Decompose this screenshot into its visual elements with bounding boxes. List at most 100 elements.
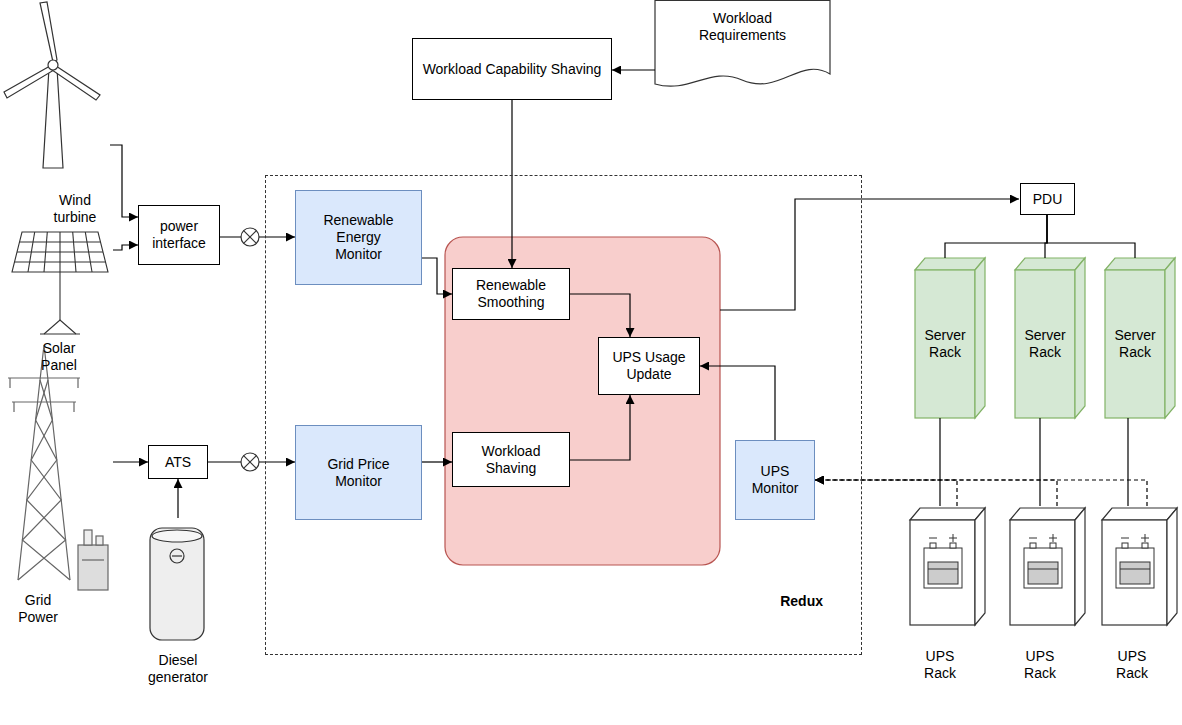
node-label: Workload Capability Shaving: [423, 61, 602, 78]
drawing-part: [59, 272, 60, 320]
drawing-part: [73, 232, 76, 272]
drawing-part: [84, 530, 92, 545]
node-label: power interface: [146, 218, 212, 252]
drawing-part: [1122, 543, 1128, 548]
drawing-part: [59, 232, 60, 272]
drawing-part: [1121, 538, 1129, 539]
process-box: Renewable Smoothing: [452, 268, 570, 320]
drawing-part: [244, 231, 257, 244]
drawing-part: [1116, 548, 1154, 588]
process-box: power interface: [138, 205, 220, 265]
node-label: UPS Monitor: [744, 463, 806, 497]
node-label: UPS Rack: [915, 648, 965, 682]
drawing-part: [1105, 258, 1175, 270]
diesel-generator-icon: [150, 528, 204, 640]
power-link: [110, 145, 138, 217]
drawing-part: [930, 543, 936, 548]
drawing-part: [1010, 520, 1075, 625]
multiplier-symbol: [241, 228, 259, 246]
drawing-part: [150, 528, 204, 640]
drawing-part: [241, 228, 259, 246]
power-link: [422, 461, 452, 462]
monitor-box: Grid Price Monitor: [295, 425, 422, 520]
ups-rack: UPS Rack: [905, 506, 985, 684]
drawing-part: [910, 520, 975, 625]
drawing-part: [950, 543, 956, 548]
power-link: [1039, 418, 1040, 506]
drawing-part: [929, 538, 937, 539]
power-link: [177, 479, 178, 518]
drawing-part: [928, 569, 958, 570]
drawing-part: [928, 562, 958, 584]
drawing-part: [975, 258, 985, 418]
power-link: [945, 215, 1047, 258]
drawing-part: [915, 258, 985, 270]
power-link: [570, 395, 630, 460]
drawing-part: [244, 456, 257, 469]
drawing-part: [1030, 543, 1036, 548]
drawing-part: [22, 380, 70, 580]
power-link: [422, 258, 452, 294]
drawing-part: [915, 270, 975, 418]
power-link: [939, 418, 940, 506]
drawing-part: [4, 66, 54, 98]
node-label: Server Rack: [1109, 327, 1161, 361]
monitor-box: UPS Monitor: [735, 440, 815, 520]
diesel-generator: Diesel generator: [138, 518, 218, 688]
switch-box: ATS: [148, 445, 208, 479]
drawing-part: [1120, 562, 1150, 584]
drawing-part: [18, 380, 66, 580]
drawing-part: [1028, 562, 1058, 584]
server-rack: Server Rack: [1105, 258, 1177, 418]
drawing-part: [18, 345, 70, 580]
drawing-part: [910, 508, 985, 520]
drawing-part: [12, 401, 76, 402]
node-label: Server Rack: [919, 327, 971, 361]
node-label: Workload Shaving: [474, 443, 548, 477]
node-label: Renewable Smoothing: [465, 277, 557, 311]
monitoring-link: [815, 480, 1147, 506]
node-label: Grid Power: [13, 592, 63, 626]
process-box: Workload Shaving: [452, 432, 570, 487]
drawing-part: [975, 508, 985, 625]
drawing-part: [8, 377, 80, 378]
drawing-part: [1142, 543, 1148, 548]
drawing-part: [1015, 270, 1075, 418]
wind-turbine: Wind turbine: [8, 0, 110, 232]
drawing-part: [12, 232, 108, 272]
drawing-part: [1050, 543, 1056, 548]
drawing-part: [1102, 508, 1177, 520]
drawing-part: [1145, 534, 1146, 542]
drawing-part: [44, 232, 47, 272]
node-label: UPS Usage Update: [608, 349, 690, 383]
drawing-part: [244, 231, 257, 244]
drawing-part: [1167, 508, 1177, 625]
power-link: [511, 100, 512, 268]
monitoring-link: [815, 480, 957, 506]
node-label: Redux: [780, 593, 823, 610]
process-box: Workload Capability Shaving: [412, 38, 612, 100]
drawing-part: [1120, 569, 1150, 570]
drawing-part: [1102, 520, 1167, 625]
node-label: Wind turbine: [46, 192, 104, 226]
drawing-part: [953, 534, 954, 542]
server-rack-shapes: [915, 258, 1175, 418]
drawing-part: [40, 2, 57, 62]
drawing-part: [78, 545, 108, 590]
document-outline: [655, 1, 830, 87]
node-label: UPS Rack: [1015, 648, 1065, 682]
drawing-part: [1053, 534, 1054, 542]
document-shape: Workload Requirements: [655, 0, 830, 88]
drawing-part: [82, 559, 104, 560]
power-link: [700, 366, 775, 440]
drawing-part: [924, 548, 962, 588]
drawing-part: [1010, 508, 1085, 520]
solar-panel: Solar Panel: [5, 226, 113, 378]
drawing-part: [28, 232, 35, 272]
monitoring-link: [815, 480, 1057, 506]
drawing-part: [152, 530, 202, 542]
drawing-part: [43, 68, 63, 168]
node-label: Server Rack: [1019, 327, 1071, 361]
